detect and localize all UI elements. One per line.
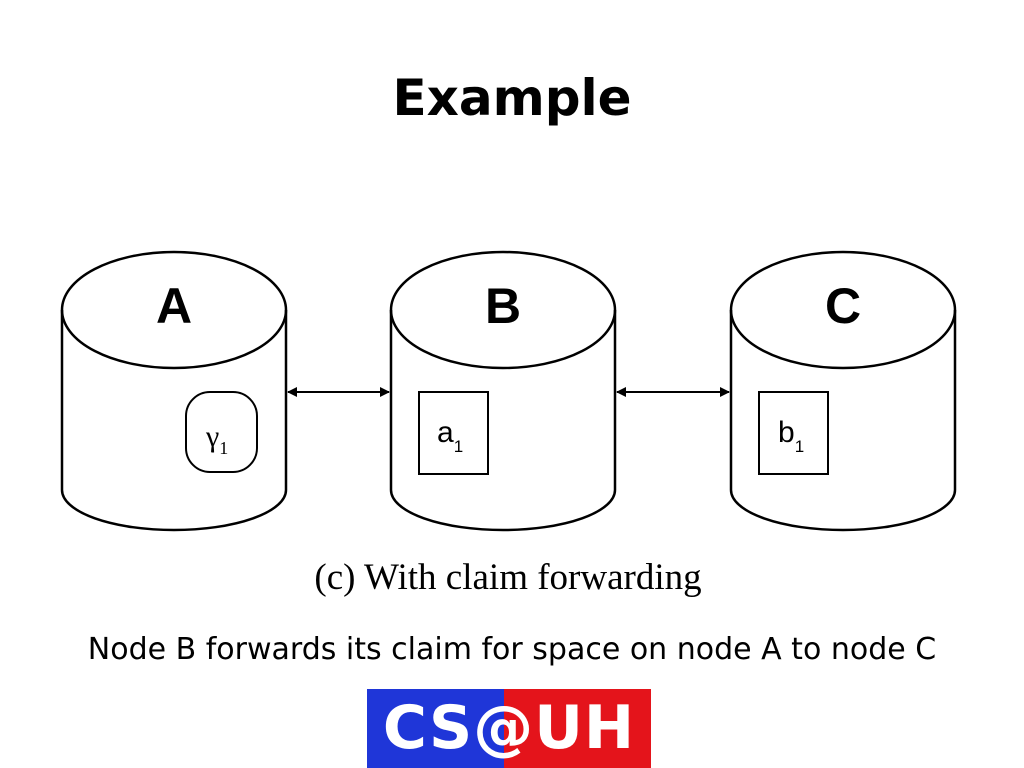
- node-b-item-label: a1: [437, 416, 463, 456]
- node-b-item-base: a: [437, 416, 454, 449]
- logo-blue-half: [367, 689, 504, 768]
- logo-text: CS@UH: [382, 693, 636, 763]
- node-a-cylinder: A γ1: [60, 250, 288, 532]
- node-a-label: A: [156, 278, 192, 334]
- node-b-item-box: [418, 391, 489, 475]
- node-c-item-box: [758, 391, 829, 475]
- node-c-cylinder: C b1: [729, 250, 957, 532]
- node-c-item-label: b1: [778, 416, 804, 456]
- node-b-item-sub: 1: [454, 437, 463, 456]
- node-a-item-label: γ1: [205, 420, 228, 458]
- figure-caption: (c) With claim forwarding: [314, 557, 701, 598]
- slide-caption: Node B forwards its claim for space on n…: [87, 632, 937, 667]
- node-b-cylinder: B a1: [389, 250, 617, 532]
- cs-uh-logo: CS@UH: [367, 689, 651, 768]
- node-a-item-base: γ: [205, 420, 219, 453]
- node-c-item-base: b: [778, 416, 795, 449]
- node-c-label: C: [825, 278, 861, 334]
- node-a-item-box: [185, 391, 258, 473]
- node-c-item-sub: 1: [795, 437, 804, 456]
- node-a-item-sub: 1: [219, 438, 228, 458]
- logo-red-half: [504, 689, 651, 768]
- node-b-label: B: [485, 278, 521, 334]
- slide-title: Example: [392, 69, 632, 127]
